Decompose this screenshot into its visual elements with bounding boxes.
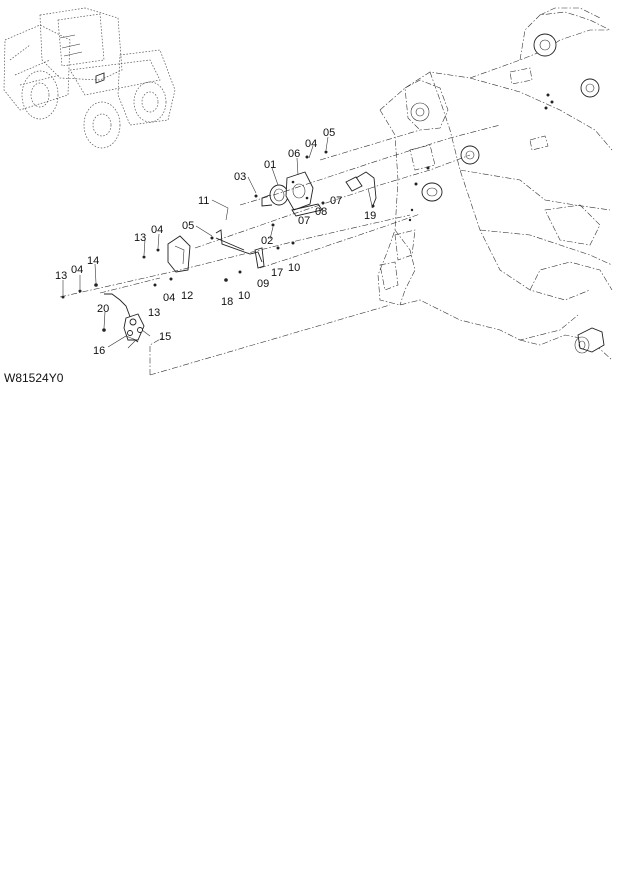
fasteners xyxy=(61,150,328,332)
callout-03: 03 xyxy=(234,171,246,183)
callout-10: 10 xyxy=(288,262,300,274)
callout-18: 18 xyxy=(221,296,233,308)
callout-17: 17 xyxy=(271,267,283,279)
leader-lines xyxy=(62,136,373,349)
callout-19: 19 xyxy=(364,210,376,222)
callout-04: 04 xyxy=(151,224,163,236)
callout-11: 11 xyxy=(198,195,209,207)
drawing-code: W81524Y0 xyxy=(4,371,64,385)
part-09-link xyxy=(254,247,265,269)
callout-06: 06 xyxy=(288,148,300,160)
callout-05: 05 xyxy=(182,220,194,232)
callout-10: 10 xyxy=(238,290,250,302)
callout-20: 20 xyxy=(97,303,109,315)
part-12-cover xyxy=(167,235,191,273)
callout-07: 07 xyxy=(330,195,342,207)
part-01-housing xyxy=(261,184,289,207)
part-15-sensor xyxy=(104,293,145,343)
part-19-lever xyxy=(355,171,377,209)
callout-01: 01 xyxy=(264,159,276,171)
callout-08: 08 xyxy=(315,206,327,218)
callout-07: 07 xyxy=(298,215,310,227)
part-06-bracket xyxy=(285,171,314,211)
callout-16: 16 xyxy=(93,345,105,357)
callout-04: 04 xyxy=(305,138,317,150)
callout-02: 02 xyxy=(261,235,273,247)
callout-04: 04 xyxy=(163,292,175,304)
callout-05: 05 xyxy=(323,127,335,139)
part-11-rod xyxy=(215,229,263,263)
callout-labels: 01 02 03 04 04 04 04 05 05 06 07 07 08 0… xyxy=(55,127,376,357)
callout-13: 13 xyxy=(148,307,160,319)
callout-14: 14 xyxy=(87,255,99,267)
exploded-parts xyxy=(61,150,377,343)
part-07-bracket xyxy=(291,176,363,217)
callout-15: 15 xyxy=(159,331,171,343)
callout-13: 13 xyxy=(55,270,67,282)
assembly-centerlines xyxy=(59,124,501,376)
callout-13: 13 xyxy=(134,232,146,244)
loader-frame xyxy=(377,7,613,361)
callout-04: 04 xyxy=(71,264,83,276)
machine-overview-thumbnail xyxy=(3,7,176,149)
callout-09: 09 xyxy=(257,278,269,290)
callout-12: 12 xyxy=(181,290,193,302)
